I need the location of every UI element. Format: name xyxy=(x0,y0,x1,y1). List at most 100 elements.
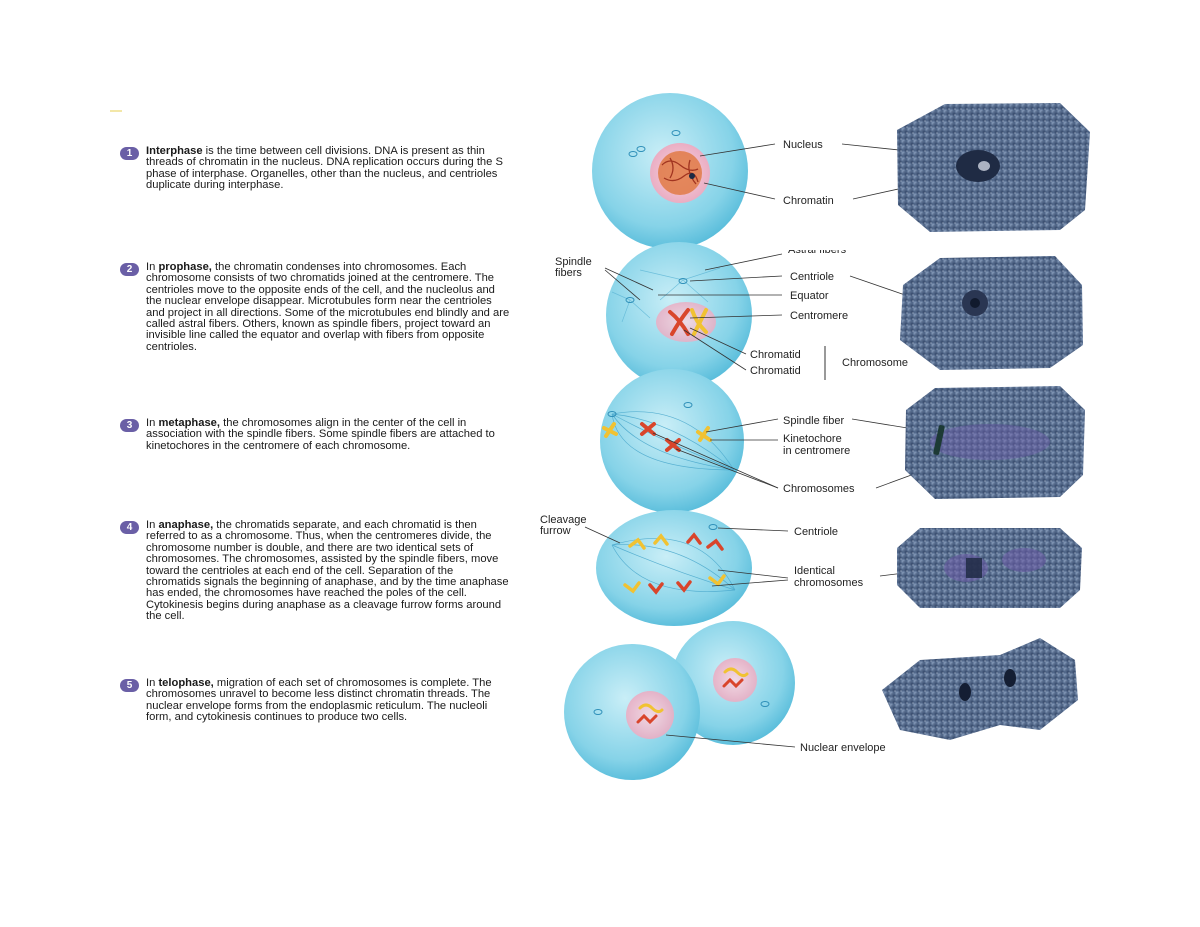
micrograph-chromosomes xyxy=(1004,669,1016,687)
step-badge: 5 xyxy=(120,679,139,692)
step-text: In prophase, the chromatin condenses int… xyxy=(146,261,510,353)
label-equator: Equator xyxy=(790,290,829,302)
step-prophase: 2 In prophase, the chromatin condenses i… xyxy=(120,261,510,353)
centriole xyxy=(607,411,617,417)
leader-line xyxy=(683,329,747,371)
label-nuclear-envelope: Nuclear envelope xyxy=(800,742,886,754)
step-text: Interphase is the time between cell divi… xyxy=(146,145,503,192)
chromosome xyxy=(665,438,681,452)
step-term: telophase, xyxy=(158,677,214,689)
label-centriole: Centriole xyxy=(794,526,838,538)
micrograph-nucleolus xyxy=(978,161,990,171)
micrograph-anaphase xyxy=(897,528,1082,608)
chromosome xyxy=(696,426,712,442)
chromatid xyxy=(692,308,708,336)
micrograph-telophase xyxy=(882,638,1078,740)
leader-line xyxy=(849,275,906,296)
chromatin-threads xyxy=(661,157,699,185)
step-term: anaphase, xyxy=(158,519,214,531)
micrograph-center xyxy=(970,298,980,308)
centriole xyxy=(683,402,693,408)
micrograph-spindle-glow xyxy=(1002,548,1046,572)
label-chromatid: Chromatid xyxy=(750,349,801,361)
nucleus xyxy=(713,658,757,702)
centriole xyxy=(678,278,688,284)
leader-line xyxy=(604,267,654,291)
label-kinetochore: in centromere xyxy=(783,445,850,457)
micrograph-chromosomes xyxy=(966,558,982,578)
leader-line xyxy=(675,448,779,489)
label-centriole: Centriole xyxy=(790,271,834,283)
chromosome-set xyxy=(636,667,749,725)
chromatin xyxy=(658,151,702,195)
micrograph-spindle-glow xyxy=(930,424,1050,460)
cell xyxy=(596,510,752,626)
label-centromere: Centromere xyxy=(790,310,848,322)
step-badge: 2 xyxy=(120,263,139,276)
label-spindle-fibers: fibers xyxy=(555,267,582,279)
label-astral-fibers: Astral fibers xyxy=(788,244,847,256)
label-nucleus: Nucleus xyxy=(783,139,823,151)
leader-line xyxy=(604,269,641,301)
chromatid xyxy=(690,308,708,334)
interphase-illustration: Nucleus Chromatin xyxy=(592,93,1090,249)
leader-line xyxy=(717,569,789,579)
label-chromosome: Chromosome xyxy=(842,357,908,369)
centriole xyxy=(625,297,635,303)
centrioles xyxy=(628,130,681,157)
leader-line xyxy=(584,526,621,544)
metaphase-illustration: Spindle fiber Kinetochore in centromere … xyxy=(600,369,1085,513)
step-interphase: 1 Interphase is the time between cell di… xyxy=(120,145,510,192)
label-kinetochore: Kinetochore xyxy=(783,433,842,445)
step-badge: 4 xyxy=(120,521,139,534)
chromosome xyxy=(640,422,656,436)
telophase-illustration: Nuclear envelope xyxy=(564,621,1078,780)
step-term: metaphase, xyxy=(158,417,221,429)
label-cleavage-furrow: Cleavage xyxy=(540,514,586,526)
leader-line xyxy=(717,527,789,532)
step-text: In telophase, migration of each set of c… xyxy=(146,677,492,724)
label-cleavage-furrow: furrow xyxy=(540,525,571,537)
leader-line xyxy=(689,327,747,355)
step-text: In metaphase, the chromosomes align in t… xyxy=(146,417,495,452)
leader-line xyxy=(711,579,789,587)
leader-line xyxy=(689,275,783,282)
label-identical-chromosomes: Identical xyxy=(794,565,835,577)
step-badge: 1 xyxy=(120,147,139,160)
leader-line xyxy=(652,432,779,489)
nucleolus xyxy=(689,173,695,179)
leader-line xyxy=(689,314,783,319)
chromosome xyxy=(602,422,618,438)
micrograph-metaphase-plate xyxy=(933,425,945,455)
step-term: prophase, xyxy=(158,261,212,273)
step-term: Interphase xyxy=(146,145,203,157)
label-chromatin: Chromatin xyxy=(783,195,834,207)
step-anaphase: 4 In anaphase, the chromatids separate, … xyxy=(120,519,510,623)
step-telophase: 5 In telophase, migration of each set of… xyxy=(120,677,510,724)
centriole xyxy=(708,524,718,530)
step-text: In anaphase, the chromatids separate, an… xyxy=(146,519,509,623)
leader-line xyxy=(705,418,779,433)
step-metaphase: 3 In metaphase, the chromosomes align in… xyxy=(120,417,510,452)
label-spindle-fibers: Spindle xyxy=(555,256,592,268)
chromatid xyxy=(670,308,690,336)
micrograph-metaphase xyxy=(905,386,1085,499)
step-badge: 3 xyxy=(120,419,139,432)
centriole xyxy=(593,709,603,715)
leader-line xyxy=(699,143,776,157)
nucleus xyxy=(626,691,674,739)
anaphase-illustration: Cleavage furrow Centriole Identical chro… xyxy=(540,510,1082,626)
label-chromosomes: Chromosomes xyxy=(783,483,855,495)
chromosome-set xyxy=(623,532,726,595)
label-spindle-fiber: Spindle fiber xyxy=(783,415,844,427)
micrograph-prophase xyxy=(900,256,1083,370)
leader-line xyxy=(704,253,783,271)
header-rule xyxy=(110,110,122,112)
leader-line xyxy=(703,182,776,200)
micrograph-chromosomes xyxy=(959,683,971,701)
centriole xyxy=(760,701,770,707)
prophase-illustration: Spindle fibers Astral fibers Centriole E… xyxy=(555,242,1083,388)
label-identical-chromosomes: chromosomes xyxy=(794,577,864,589)
label-chromatid: Chromatid xyxy=(750,365,801,377)
